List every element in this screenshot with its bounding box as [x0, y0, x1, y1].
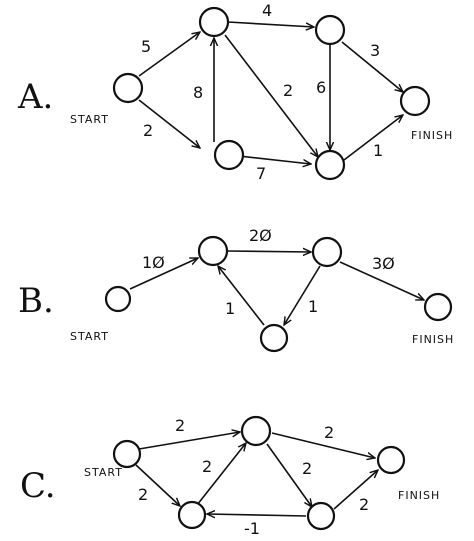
graph-b-weight-start-a: 1Ø	[142, 253, 165, 272]
graph-a-weight-start-bot1: 2	[143, 121, 153, 140]
graph-b-node-b	[311, 236, 343, 268]
graph-b-node-finish	[423, 292, 453, 322]
graph-a-label: A.	[17, 77, 53, 117]
graph-a-node-bot2	[314, 149, 346, 181]
graph-a-node-top1	[198, 6, 230, 38]
graph-a-weight-bot2-finish: 1	[373, 141, 383, 160]
graph-a-edge-top1-top2	[227, 21, 314, 27]
graph-b-node-a	[197, 235, 229, 267]
graph-a-weight-top2-finish: 3	[370, 41, 380, 60]
graph-c-weight-botl-top: 2	[202, 457, 212, 476]
graph-b: B. START FINISH 1Ø 2Ø 3Ø 1 1	[18, 226, 454, 353]
graph-c-edge-start-top	[138, 432, 240, 450]
graph-c: C. START FINISH 2 2 2 2 2 -1 2	[20, 415, 440, 538]
graph-c-edge-top-botr	[266, 443, 312, 507]
graph-c-weight-start-top: 2	[175, 416, 185, 435]
graph-a-edge-top2-finish	[341, 41, 403, 92]
graph-a-weight-top2-bot2: 6	[316, 78, 326, 97]
graph-a-weight-bot1-bot2: 7	[256, 164, 266, 183]
graph-c-edge-botr-botl	[207, 514, 307, 516]
graph-a-edge-bot2-finish	[343, 115, 403, 161]
graph-b-edge-a-b	[227, 251, 311, 252]
graph-c-weight-start-botl: 2	[138, 485, 148, 504]
graph-c-edge-start-botl	[135, 464, 180, 506]
graph-b-edge-b-c	[284, 265, 321, 325]
graph-a-node-start	[112, 72, 144, 104]
graph-c-edge-botr-finish	[333, 470, 378, 510]
graph-b-weight-b-finish: 3Ø	[372, 254, 395, 273]
graph-b-start-label: START	[70, 330, 109, 343]
graph-a-edge-start-top1	[138, 32, 200, 77]
graph-b-weight-a-b: 2Ø	[249, 226, 272, 245]
graph-b-weight-b-c: 1	[308, 297, 318, 316]
graph-c-node-finish	[376, 445, 406, 475]
graph-a-node-top2	[314, 14, 346, 46]
graph-b-edge-start-a	[129, 258, 198, 290]
graph-b-finish-label: FINISH	[412, 333, 454, 346]
graph-c-node-botr	[306, 501, 336, 531]
graph-c-node-top	[240, 415, 272, 447]
graph-b-label: B.	[18, 281, 54, 321]
graph-a-weight-top1-bot2: 2	[283, 81, 293, 100]
graph-a-edge-top1-bot2	[224, 34, 318, 157]
graph-b-node-c	[259, 323, 289, 353]
graph-a-node-bot1	[213, 139, 245, 171]
graph-c-weight-top-finish: 2	[324, 423, 334, 442]
graph-b-node-start	[104, 285, 132, 313]
graph-a-weight-start-top1: 5	[141, 37, 151, 56]
graph-a-start-label: START	[70, 113, 109, 126]
graph-a-edge-start-bot1	[138, 99, 200, 148]
graph-c-edge-top-finish	[271, 432, 375, 458]
graph-a-weight-bot1-top1: 8	[193, 83, 203, 102]
graph-c-label: C.	[20, 466, 56, 506]
graph-c-weight-top-botr: 2	[302, 459, 312, 478]
graph-a-weight-top1-top2: 4	[262, 1, 272, 20]
graph-a-node-finish	[399, 85, 431, 117]
graph-c-node-start	[112, 439, 142, 469]
graph-a: A. START FINISH 5 2 4 8 2 7 6 3 1	[17, 1, 453, 183]
graph-b-edge-c-a	[218, 266, 265, 326]
graph-c-weight-botr-finish: 2	[359, 495, 369, 514]
graph-b-weight-c-a: 1	[225, 299, 235, 318]
graph-b-edge-b-finish	[339, 261, 424, 300]
graph-c-edge-botl-top	[196, 443, 246, 506]
graph-c-start-label: START	[84, 466, 123, 479]
graph-a-finish-label: FINISH	[411, 129, 453, 142]
graph-c-node-botl	[177, 500, 207, 530]
graph-c-weight-botr-botl: -1	[244, 519, 260, 538]
graph-c-finish-label: FINISH	[398, 489, 440, 502]
